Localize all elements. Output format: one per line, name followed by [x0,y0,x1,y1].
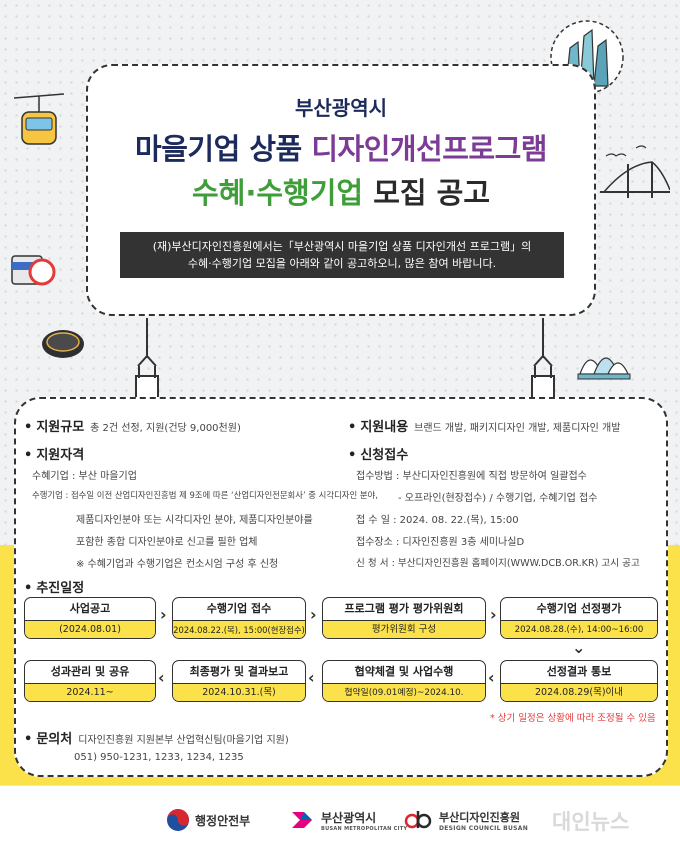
intro-line-2: 수혜·수행기업 모집을 아래와 같이 공고하오니, 많은 참여 바랍니다. [187,257,497,270]
logo-busan-text: 부산광역시 BUSAN METROPOLITAN CITY [321,809,407,832]
qualification-line: 수행기업 : 접수일 이전 산업디자인진흥법 제 9조에 따른 ‘산업디자인전문… [32,490,378,500]
logo-dcb-sub: DESIGN COUNCIL BUSAN [439,824,529,832]
application-line: - 오프라인(현장접수) / 수행기업, 수혜기업 접수 [398,493,598,504]
can-illustration-icon [11,255,56,286]
section-application-label: 신청접수 [360,448,409,463]
schedule-step-date: 2024.08.28.(수), 14:00~16:00 [501,620,657,638]
section-contact-label: 문의처 [36,732,73,747]
schedule-step-date: 평가위원회 구성 [323,620,485,638]
section-content-label: 지원내용 [360,420,409,435]
contact-org: 디자인진흥원 지원본부 산업혁신팀(마을기업 지원) [78,735,289,746]
intro-line-1: (재)부산디자인진흥원에서는「부산광역시 마을기업 상품 디자인개선 프로그램」… [152,240,532,253]
logo-busan-name: 부산광역시 [321,810,377,825]
schedule-step-title: 프로그램 평가 평가위원회 [344,602,464,615]
schedule-step-6: 협약체결 및 사업수행 협약일(09.01예정)~2024.10. [322,660,486,702]
schedule-step-title: 수행기업 접수 [206,602,272,615]
schedule-notice: * 상기 일정은 상황에 따라 조정될 수 있음 [490,713,656,724]
bullet-icon: • [24,448,33,463]
bullet-icon: • [24,581,33,596]
logo-busan-sub: BUSAN METROPOLITAN CITY [321,825,408,832]
schedule-step-title: 성과관리 및 공유 [50,665,130,678]
section-content: •지원내용 브랜드 개발, 패키지디자인 개발, 제품디자인 개발 [348,416,620,435]
taeguk-logo-icon [167,809,189,831]
contact-phone: 051) 950-1231, 1233, 1234, 1235 [74,752,244,763]
section-qualification: •지원자격 [24,444,84,463]
title-program-prefix: 마을기업 상품 [135,132,312,166]
dcb-logo-icon [404,811,432,829]
chevron-right-icon: › [160,605,167,624]
main-info-card [14,397,668,777]
section-contact: •문의처 디자인진흥원 지원본부 산업혁신팀(마을기업 지원) [24,728,289,747]
binder-clip-left-icon [135,318,159,399]
footer [0,785,680,850]
bridge-icon [600,145,670,198]
section-qualification-label: 지원자격 [36,448,85,463]
section-content-value: 브랜드 개발, 패키지디자인 개발, 제품디자인 개발 [414,423,621,434]
qualification-note: ※ 수혜기업과 수행기업은 컨소시엄 구성 후 신청 [76,559,279,570]
logo-dcb-text: 부산디자인진흥원 DESIGN COUNCIL BUSAN [439,809,528,832]
section-scale-label: 지원규모 [36,420,85,435]
title-card: 부산광역시 마을기업 상품 디자인개선프로그램 수혜·수행기업 모집 공고 (재… [86,64,596,316]
schedule-step-7: 최종평가 및 결과보고 2024.10.31.(목) [172,660,306,702]
busan-logo-icon [292,812,312,828]
schedule-step-title: 사업공고 [69,602,111,615]
opera-house-icon [577,357,631,380]
section-application: •신청접수 [348,444,408,463]
schedule-step-2: 수행기업 접수 2024.08.22.(목), 15:00(현장접수) [172,597,306,639]
application-line: 접 수 일 : 2024. 08. 22.(목), 15:00 [356,515,519,526]
schedule-step-3: 프로그램 평가 평가위원회 평가위원회 구성 [322,597,486,639]
schedule-step-title: 선정결과 통보 [546,665,612,678]
chevron-right-icon: › [490,605,497,624]
logo-dcb-name: 부산디자인진흥원 [439,810,520,824]
bullet-icon: • [348,420,357,435]
title-recruit-suffix: 모집 공고 [363,176,491,210]
title-city: 부산광역시 [295,96,387,120]
logo-mois-text: 행정안전부 [195,813,251,828]
intro-box: (재)부산디자인진흥원에서는「부산광역시 마을기업 상품 디자인개선 프로그램」… [120,232,564,278]
title-recruit-highlight: 수혜·수행기업 [191,176,364,210]
chevron-left-icon: ‹ [308,668,315,687]
schedule-step-5: 선정결과 통보 2024.08.29(목)이내 [500,660,658,702]
schedule-step-title: 최종평가 및 결과보고 [189,665,289,678]
bullet-icon: • [348,448,357,463]
chevron-left-icon: ‹ [488,668,495,687]
application-line: 접수장소 : 디자인진흥원 3층 세미나실D [356,537,525,548]
chevron-left-icon: ‹ [158,668,165,687]
section-scale: •지원규모 총 2건 선정, 지원(건당 9,000천원) [24,416,241,435]
schedule-step-date: 2024.11~ [25,683,155,701]
schedule-step-title: 수행기업 선정평가 [536,602,622,615]
section-schedule: •추진일정 [24,577,84,596]
schedule-step-1: 사업공고 (2024.08.01) [24,597,156,639]
application-line: 접수방법 : 부산디자인진흥원에 직접 방문하여 일괄접수 [356,471,587,482]
bullet-icon: • [24,732,33,747]
logo-dcb: 부산디자인진흥원 DESIGN COUNCIL BUSAN [404,808,528,832]
schedule-step-date: 2024.08.22.(목), 15:00(현장접수) [173,620,305,638]
title-recruit: 수혜·수행기업 모집 공고 [88,170,594,212]
qualification-line: 포함한 종합 디자인분야로 신고를 필한 업체 [76,537,258,548]
chevron-right-icon: › [310,605,317,624]
logo-busan: 부산광역시 BUSAN METROPOLITAN CITY [290,808,407,832]
title-program: 마을기업 상품 디자인개선프로그램 [88,126,594,168]
cable-car-icon [14,93,64,145]
section-schedule-label: 추진일정 [36,581,85,596]
schedule-step-4: 수행기업 선정평가 2024.08.28.(수), 14:00~16:00 [500,597,658,639]
application-line: 신 청 서 : 부산디자인진흥원 홈페이지(WWW.DCB.OR.KR) 고시 … [356,558,640,569]
news-watermark: 대인뉴스 [552,810,630,834]
binder-clip-right-icon [531,318,555,399]
schedule-step-date: (2024.08.01) [25,620,155,638]
section-scale-value: 총 2건 선정, 지원(건당 9,000천원) [90,423,241,434]
schedule-step-date: 협약일(09.01예정)~2024.10. [323,683,485,701]
schedule-step-date: 2024.10.31.(목) [173,683,305,701]
title-program-highlight: 디자인개선프로그램 [311,132,547,166]
pot-illustration-icon [42,330,84,358]
chevron-down-icon: ⌄ [572,638,586,657]
schedule-step-title: 협약체결 및 사업수행 [354,665,454,678]
logo-mois: 행정안전부 [166,808,250,832]
schedule-step-date: 2024.08.29(목)이내 [501,683,657,701]
qualification-line: 수혜기업 : 부산 마을기업 [32,471,137,482]
schedule-step-8: 성과관리 및 공유 2024.11~ [24,660,156,702]
qualification-line: 제품디자인분야 또는 시각디자인 분야, 제품디자인분야를 [76,515,313,526]
bullet-icon: • [24,420,33,435]
